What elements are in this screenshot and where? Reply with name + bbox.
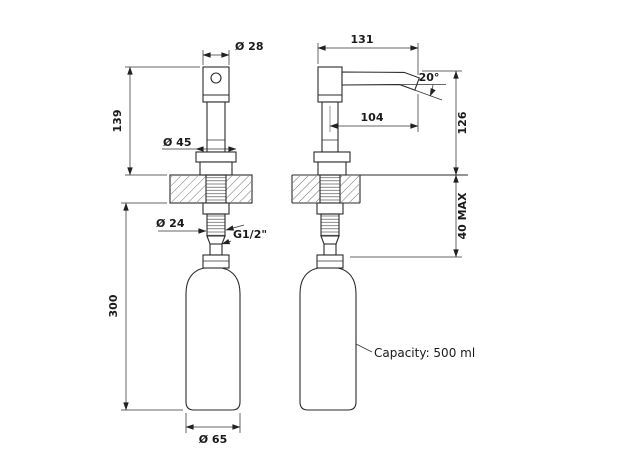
front-thread (206, 213, 226, 237)
dim-dia-shank: Ø 24 (156, 217, 185, 230)
front-shank (205, 174, 227, 204)
front-stem (209, 243, 223, 256)
dim-length-below: 300 (107, 294, 120, 317)
side-dimensions: 131 20° 104 126 40 MAX Capacity: 500 ml (317, 33, 475, 360)
side-stem (323, 243, 337, 256)
side-flange (313, 151, 351, 176)
side-bottle (299, 267, 357, 411)
dim-dia-top: Ø 28 (235, 40, 264, 53)
dim-height-above: 139 (111, 110, 124, 133)
front-countertop (169, 174, 253, 204)
front-pump-head (202, 66, 230, 103)
dim-spout-angle: 20° (419, 71, 440, 84)
side-taper (320, 235, 340, 245)
front-body-tube (206, 101, 226, 153)
front-flange (195, 151, 237, 176)
side-nut (316, 202, 344, 215)
capacity-note: Capacity: 500 ml (374, 346, 475, 360)
front-taper (206, 235, 226, 245)
side-countertop (291, 174, 468, 204)
dim-dia-flange: Ø 45 (163, 136, 192, 149)
dim-deck-max: 40 MAX (456, 192, 469, 240)
dim-dia-bottle: Ø 65 (199, 433, 228, 446)
side-pump-head (317, 66, 343, 103)
dim-spout-length: 131 (351, 33, 374, 46)
side-thread (320, 213, 340, 237)
dim-reach: 104 (361, 111, 384, 124)
dim-thread: G1/2" (233, 228, 267, 241)
front-dimensions: Ø 28 139 300 Ø 45 Ø 24 G1/2" Ø 65 (107, 40, 267, 446)
dim-height: 126 (456, 111, 469, 134)
side-shank (319, 174, 341, 204)
side-bottle-neck (316, 254, 344, 269)
pump-spout-hole (210, 72, 222, 84)
front-bottle-neck (202, 254, 230, 269)
front-bottle (185, 267, 241, 411)
front-nut (202, 202, 230, 215)
front-view (169, 66, 253, 411)
